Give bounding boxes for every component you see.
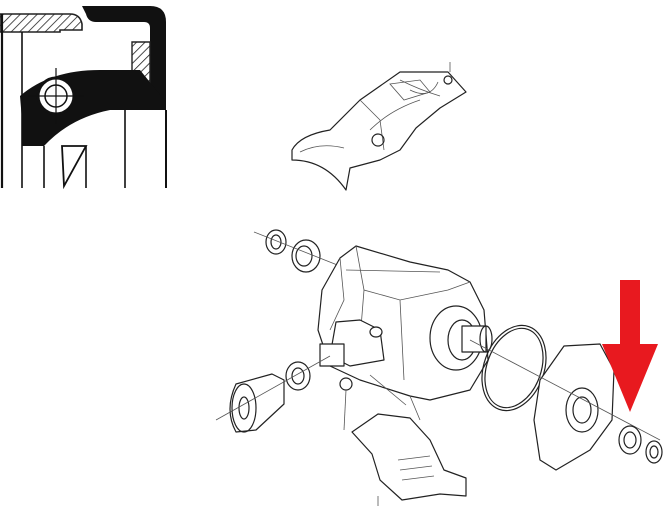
- shaft-seal-section-icon: [0, 6, 167, 190]
- cover-plate-icon: [469, 339, 661, 471]
- heat-shield-icon: [291, 62, 467, 191]
- input-seal-icon: [253, 229, 351, 273]
- output-seal-icon: [618, 425, 663, 464]
- lower-shield-icon: [351, 413, 467, 506]
- red-down-arrow-icon: [602, 280, 658, 412]
- output-flange-icon: [215, 355, 353, 433]
- differential-housing-icon: [317, 245, 493, 421]
